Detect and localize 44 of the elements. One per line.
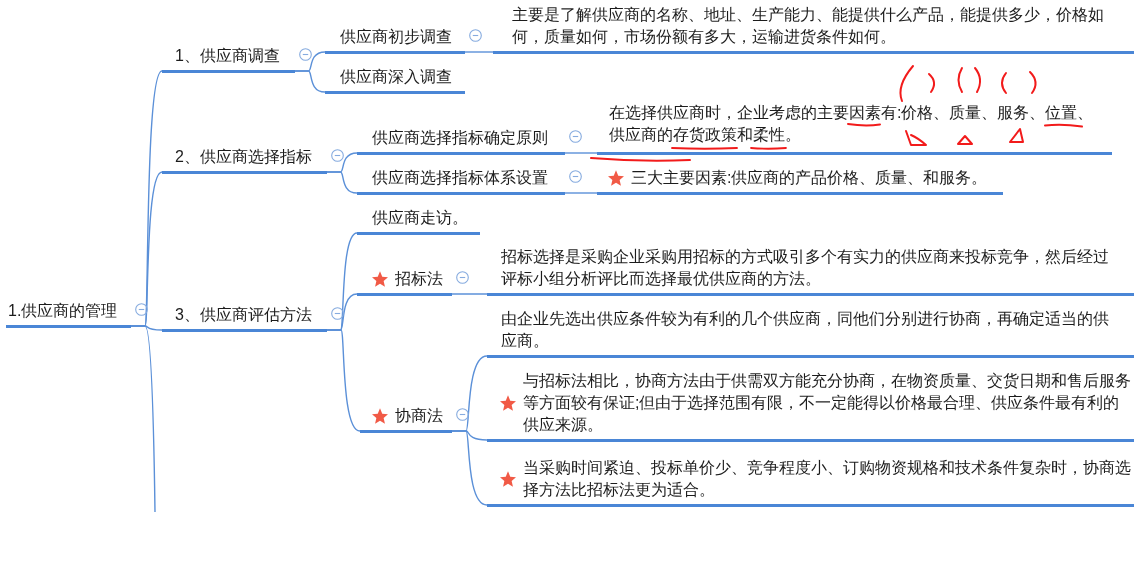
mind-map-topic [357, 127, 565, 155]
mind-map-topic [357, 207, 480, 235]
central-topic-label: 1.供应商的管理 [8, 301, 118, 321]
subtopic-label: 供应商深入调查 [340, 67, 452, 87]
mind-map-topic [162, 146, 327, 174]
mind-map-topic [325, 26, 465, 54]
mind-map-topic [357, 268, 452, 296]
mind-map-topic [162, 45, 295, 73]
topic-label: 2、供应商选择指标 [175, 147, 312, 167]
subtopic-label: 供应商走访。 [372, 208, 468, 228]
connector-line [564, 192, 598, 194]
mind-map-topic [162, 304, 327, 332]
subtopic-label: 供应商选择指标确定原则 [372, 128, 548, 148]
mind-map-topic [487, 308, 1134, 358]
mind-map-topic [357, 167, 565, 195]
mind-map-topic [360, 405, 452, 433]
note-text: 与招标法相比，协商方法由于供需双方能充分协商，在物资质量、交货日期和售后服务等方面较有保证;但由于选择范围有限，不一定能得以价格最合理、供应条件最有利的供应来源。 [523, 371, 1131, 435]
note-text: 由企业先选出供应条件较为有利的几个供应商，同他们分别进行协商，再确定适当的供应商。 [501, 309, 1110, 351]
connector-line [451, 293, 488, 295]
mind-map-topic [487, 246, 1134, 296]
subtopic-label: 协商法 [395, 406, 443, 426]
subtopic-label: 供应商初步调查 [340, 27, 452, 47]
note-text: 主要是了解供应商的名称、地址、生产能力、能提供什么产品，能提供多少，价格如何，质量如何，市场份额有多大，运输进货条件如何。 [512, 5, 1105, 47]
connector-line [326, 329, 361, 432]
connector-line [326, 171, 358, 194]
connector-line [451, 430, 488, 506]
mind-map-topic [493, 4, 1134, 54]
note-text: 三大主要因素:供应商的产品价格、质量、和服务。 [631, 168, 988, 188]
mind-map-topic [487, 370, 1134, 442]
note-text: 当采购时间紧迫、投标单价少、竞争程度小、订购物资规格和技术条件复杂时，协商选择方法比招标法更为适合。 [523, 458, 1131, 500]
connector-line [294, 70, 326, 93]
subtopic-label: 供应商选择指标体系设置 [372, 168, 548, 188]
mind-map-topic [597, 167, 1003, 195]
connector-line [564, 152, 598, 154]
mind-map-topic [487, 457, 1134, 507]
mind-map-topic [6, 300, 131, 328]
note-text: 招标选择是采购企业采购用招标的方式吸引多个有实力的供应商来投标竞争，然后经过评标小组分析评比而选择最优供应商的方法。 [501, 247, 1110, 289]
mind-map-topic [597, 102, 1112, 155]
subtopic-label: 招标法 [395, 269, 443, 289]
connector-line [464, 51, 494, 53]
topic-label: 1、供应商调查 [175, 46, 280, 66]
connector-line [130, 325, 156, 513]
mind-map-topic [325, 66, 465, 94]
topic-label: 3、供应商评估方法 [175, 305, 312, 325]
